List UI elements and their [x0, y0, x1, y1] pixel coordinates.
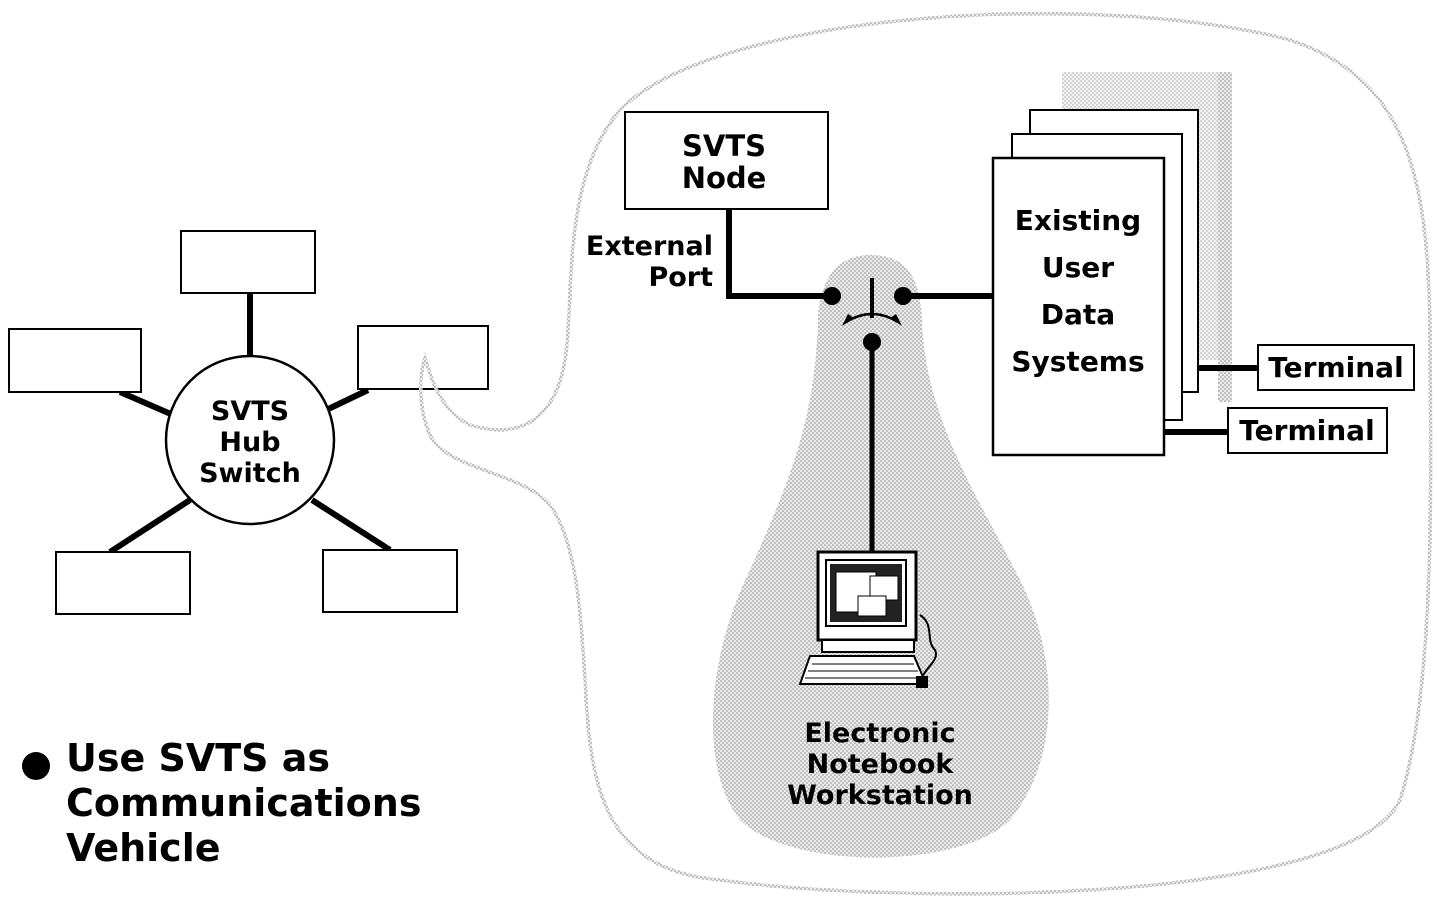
bullet-line3: Vehicle: [66, 826, 221, 870]
systems-label-line1: Existing: [1015, 204, 1141, 237]
external-port-label-line1: External: [586, 231, 713, 262]
hub-switch-circle: [164, 354, 336, 526]
systems-label-line4: Systems: [1011, 345, 1144, 378]
systems-shadow-edge: [1218, 72, 1232, 402]
switch-arrow-left: [842, 314, 854, 326]
network-node-box-right: [357, 325, 489, 390]
spoke-bottom-left: [108, 497, 192, 555]
network-node-box-bottom-left: [55, 551, 191, 615]
terminal-box-1: [1257, 344, 1415, 391]
svts-node-label-line1: SVTS: [682, 129, 766, 163]
callout-balloon: [418, 11, 1433, 896]
terminal-box-2: [1227, 407, 1388, 454]
bullet-line1: Use SVTS as: [66, 736, 331, 780]
connection-point-bottom: [863, 333, 881, 351]
node-to-port-line: [726, 209, 832, 299]
external-port-label-line2: Port: [648, 262, 713, 293]
network-node-box-left: [8, 328, 142, 393]
systems-stack-front: [991, 156, 1166, 457]
workstation-label-line1: Electronic: [804, 718, 955, 749]
bullet-point-icon: [22, 752, 50, 780]
workstation-label-line2: Notebook: [807, 749, 955, 780]
hub-label-line1: SVTS: [211, 396, 289, 427]
switch-arrow-right: [890, 314, 902, 326]
workstation-label-line3: Workstation: [787, 780, 973, 811]
bullet-line2: Communications: [66, 781, 422, 825]
bullet-text: Use SVTS as Communications Vehicle: [66, 736, 486, 871]
network-node-box-top: [180, 230, 316, 294]
spoke-bottom-right: [310, 497, 392, 553]
connection-point-left: [823, 287, 841, 305]
hub-network: SVTS Hub Switch: [8, 230, 489, 615]
systems-label-line3: Data: [1041, 298, 1115, 331]
terminal-label-2: Terminal: [1239, 414, 1374, 447]
svts-node-label-line2: Node: [682, 161, 767, 195]
systems-label-line2: User: [1042, 251, 1114, 284]
terminal-label-1: Terminal: [1268, 351, 1403, 384]
svts-node-box: [624, 111, 829, 210]
workstation-computer-icon: [798, 550, 937, 688]
connection-point-right: [894, 287, 912, 305]
hub-label-line2: Hub: [219, 427, 280, 458]
network-node-box-bottom-right: [322, 549, 458, 613]
hub-label-line3: Switch: [199, 458, 301, 489]
